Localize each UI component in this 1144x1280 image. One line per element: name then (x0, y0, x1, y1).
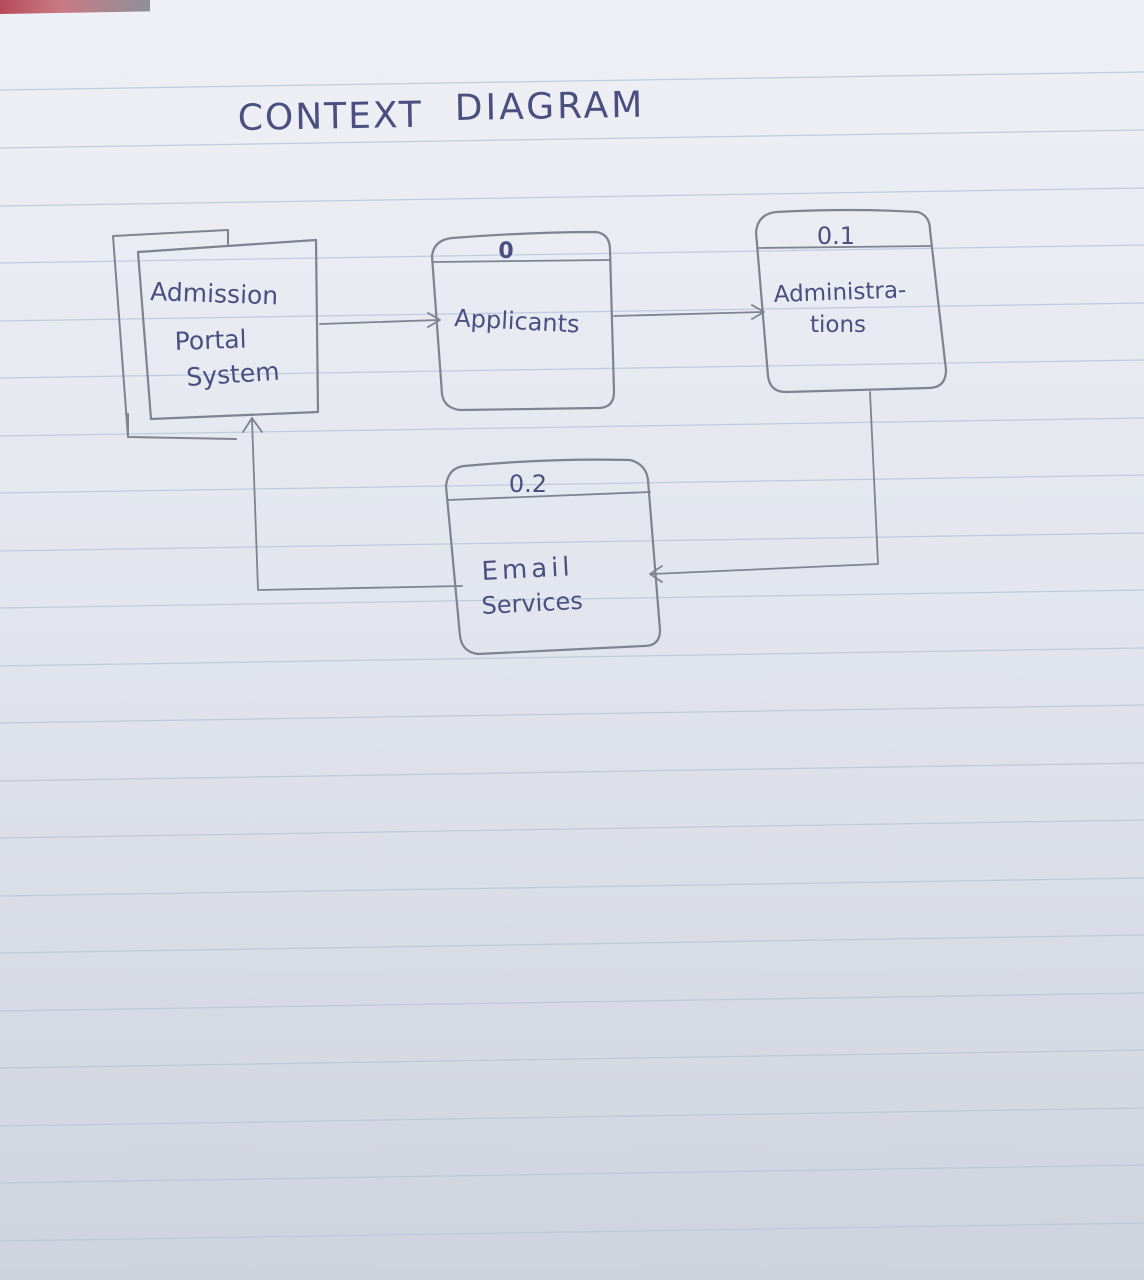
ruled-line (0, 1107, 1144, 1127)
entity-box-border (136, 238, 320, 421)
ruled-line (0, 244, 1144, 264)
ruled-line (0, 1049, 1144, 1069)
flow-applicants-to-administrations (613, 311, 763, 317)
process-id-label: 0.1 (817, 222, 855, 250)
ruled-line (0, 704, 1144, 724)
flow-email-to-portal (251, 419, 463, 591)
ruled-line (0, 877, 1144, 897)
entity-label-line1: Admission (150, 277, 279, 310)
ruled-line (0, 1222, 1144, 1242)
title-word-diagram: DIAGRAM (454, 85, 645, 129)
process-divider (757, 245, 933, 249)
process-divider (447, 491, 651, 501)
entity-label-line2: Portal (174, 325, 247, 356)
process-id-label: 0.2 (509, 470, 547, 498)
external-entity-admission-portal: Admission Portal System (112, 229, 320, 440)
ruled-line (0, 187, 1144, 207)
ruled-line (0, 647, 1144, 667)
ruled-line (0, 474, 1144, 494)
entity-label-line3: System (185, 357, 280, 392)
ruled-line (0, 589, 1144, 609)
ruled-line (0, 417, 1144, 437)
flow-portal-to-applicants (319, 319, 439, 325)
data-flows (242, 304, 879, 591)
process-email-services: 0.2 Email Services (444, 458, 662, 656)
process-divider (433, 259, 611, 263)
process-id-label: 0 (498, 239, 513, 264)
ruled-line (0, 819, 1144, 839)
ruled-line (0, 71, 1144, 91)
arrowhead-icon (427, 312, 441, 328)
process-box-border (430, 230, 616, 412)
ruled-line (0, 359, 1144, 379)
ruled-line (0, 992, 1144, 1012)
ruled-line (0, 762, 1144, 782)
arrowhead-icon (242, 417, 263, 433)
process-administrations: 0.1 Administra- tions (754, 208, 948, 394)
arrowhead-icon (649, 565, 663, 583)
ruled-line (0, 934, 1144, 954)
ruled-line (0, 532, 1144, 552)
process-box-border (754, 208, 948, 394)
ruled-line (0, 129, 1144, 149)
arrowhead-icon (751, 304, 765, 320)
process-name-line2: Services (481, 587, 584, 620)
ruled-line (0, 1164, 1144, 1184)
entity-shadow-border (112, 229, 237, 440)
title-word-context: CONTEXT (237, 95, 423, 139)
process-name-line2: tions (810, 312, 866, 338)
flow-administrations-to-email (651, 391, 879, 575)
ruled-line (0, 302, 1144, 322)
process-name-line1: Email (481, 552, 575, 587)
process-name-label: Applicants (454, 304, 581, 339)
process-applicants: 0 Applicants (430, 230, 616, 412)
process-box-border (444, 458, 662, 656)
process-name-line1: Administra- (773, 277, 906, 308)
